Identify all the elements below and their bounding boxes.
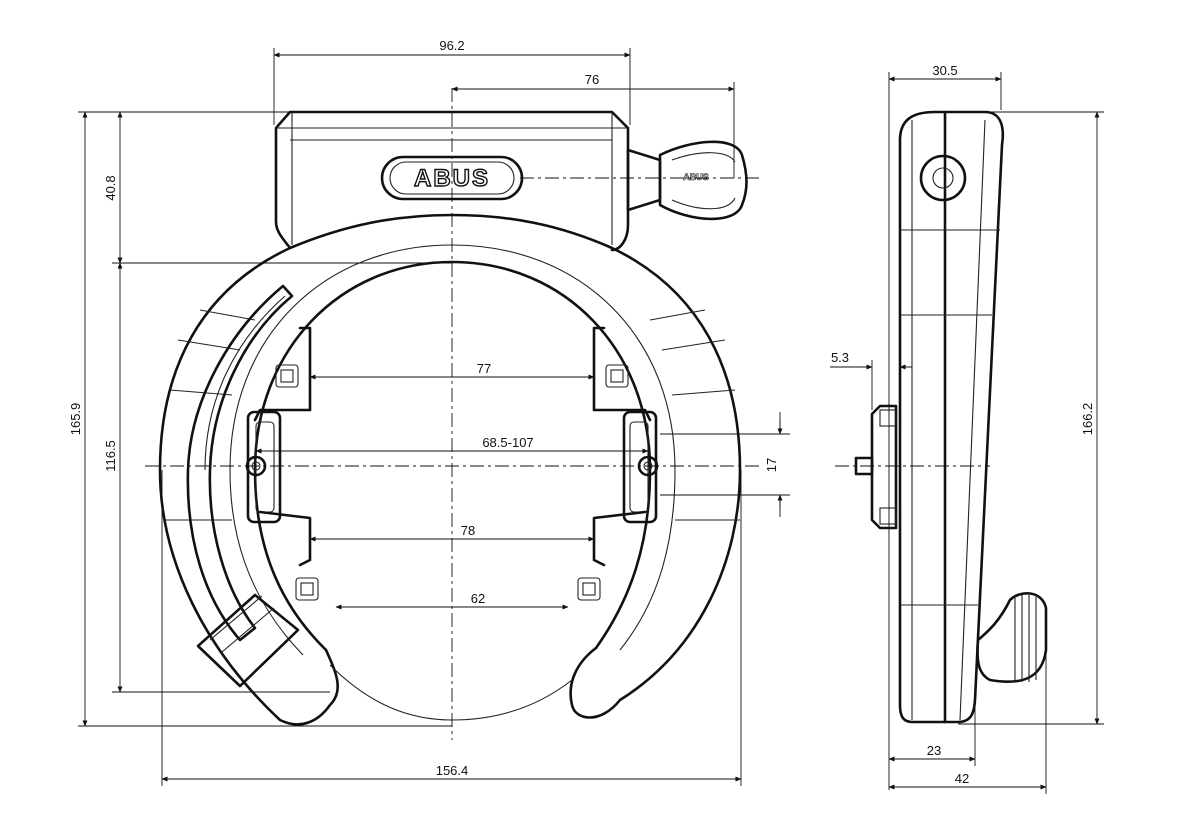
dim-mount-top: 77 bbox=[477, 361, 491, 376]
key-logo: ABUS bbox=[683, 172, 709, 182]
dim-mount-bottom: 78 bbox=[461, 523, 475, 538]
brand-logo: ABUS bbox=[414, 165, 490, 192]
dim-total-width: 156.4 bbox=[436, 763, 469, 778]
dim-total-height: 165.9 bbox=[68, 403, 83, 436]
side-bracket-bolt-bottom bbox=[879, 507, 897, 525]
mount-plate-right bbox=[622, 410, 659, 524]
release-lever bbox=[196, 593, 300, 688]
ring-facet-right bbox=[649, 309, 740, 521]
dim-inner-height: 116.5 bbox=[103, 440, 118, 472]
side-cylinder-inner bbox=[932, 167, 954, 189]
dim-side-height: 166.2 bbox=[1080, 403, 1095, 436]
key-head bbox=[658, 140, 748, 221]
front-view: ABUS ABUS bbox=[68, 38, 790, 786]
lock-ring-inner-contour bbox=[329, 664, 573, 721]
housing-top-face bbox=[276, 112, 628, 245]
side-cylinder bbox=[919, 154, 967, 202]
side-bracket-bolt-top bbox=[879, 409, 897, 427]
mount-plate-left bbox=[245, 410, 282, 524]
dim-total-depth: 42 bbox=[955, 771, 969, 786]
key-head-detail bbox=[671, 152, 736, 210]
dim-slot: 17 bbox=[764, 458, 779, 472]
mount-bracket-upper-left bbox=[253, 326, 312, 422]
mount-bracket-lower-right bbox=[577, 510, 647, 601]
dim-key-depth: 23 bbox=[927, 743, 941, 758]
lock-ring-outer bbox=[158, 246, 339, 726]
mount-bracket-upper-right bbox=[592, 326, 652, 422]
lock-ring-outer-right bbox=[569, 246, 742, 719]
dim-top-section: 40.8 bbox=[103, 175, 118, 200]
dim-top-depth: 30.5 bbox=[932, 63, 957, 78]
dim-opening: 62 bbox=[471, 591, 485, 606]
side-bracket bbox=[870, 404, 898, 530]
lock-ring-groove bbox=[229, 244, 676, 656]
ring-facet-left bbox=[165, 309, 256, 521]
side-key-grip bbox=[1014, 595, 1037, 682]
dim-top-width: 96.2 bbox=[439, 38, 464, 53]
key-collar bbox=[626, 148, 662, 212]
dim-bracket: 5.3 bbox=[831, 350, 849, 365]
lock-ring-inner bbox=[253, 260, 652, 652]
release-lever-face bbox=[209, 595, 275, 653]
dim-frame-range: 68.5-107 bbox=[482, 435, 533, 450]
dim-key-offset: 76 bbox=[585, 72, 599, 87]
shackle-bar bbox=[186, 284, 294, 642]
side-body-facets bbox=[900, 119, 1000, 721]
side-view: 30.5 5.3 166.2 23 42 bbox=[830, 63, 1104, 794]
shackle-inner bbox=[204, 295, 286, 471]
lock-housing bbox=[274, 110, 630, 252]
